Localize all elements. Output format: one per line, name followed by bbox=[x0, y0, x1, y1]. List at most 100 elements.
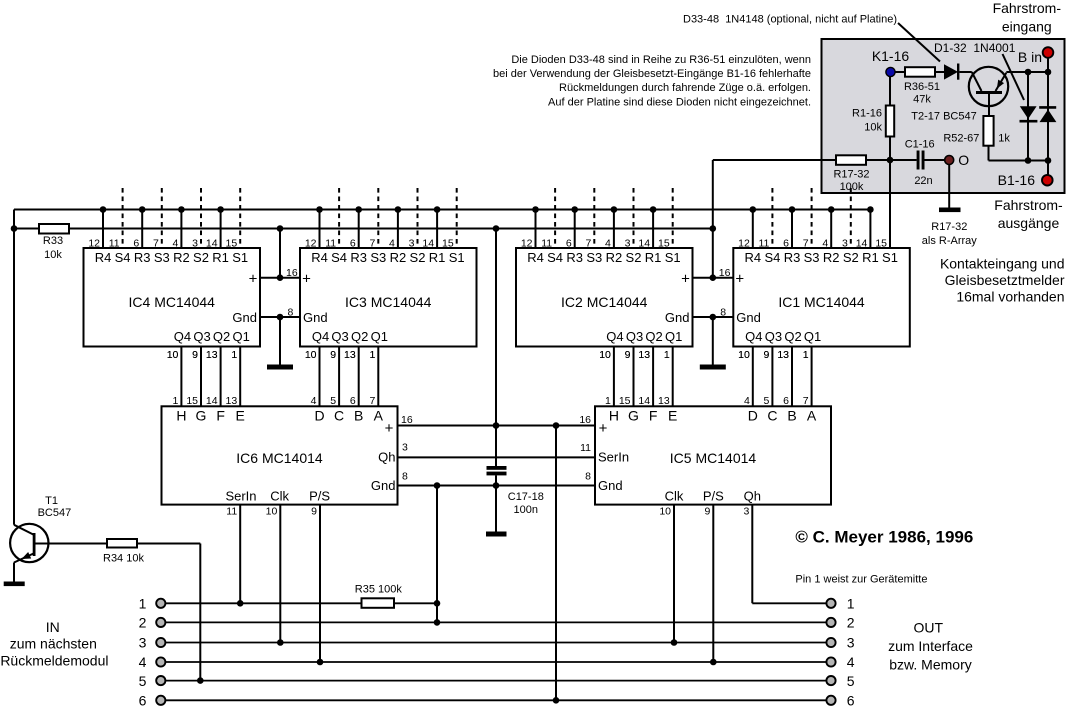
svg-text:7: 7 bbox=[369, 395, 375, 407]
svg-text:SerIn: SerIn bbox=[598, 450, 629, 465]
svg-text:P/S: P/S bbox=[309, 489, 330, 504]
svg-text:Fahrstrom-: Fahrstrom- bbox=[994, 197, 1063, 213]
svg-text:BC547: BC547 bbox=[38, 507, 72, 519]
svg-text:14: 14 bbox=[422, 238, 434, 250]
svg-text:bei der Verwendung der Gleisbe: bei der Verwendung der Gleisbesetzt-Eing… bbox=[493, 68, 811, 80]
svg-text:13: 13 bbox=[344, 349, 356, 361]
svg-text:16: 16 bbox=[579, 414, 591, 426]
svg-text:S1: S1 bbox=[449, 250, 465, 265]
svg-text:13: 13 bbox=[206, 349, 218, 361]
svg-text:4: 4 bbox=[847, 654, 855, 670]
svg-text:R17-32: R17-32 bbox=[931, 221, 967, 233]
svg-text:Q4: Q4 bbox=[174, 329, 191, 344]
svg-text:D33-48 1N4148 (optional, nich: D33-48 1N4148 (optional, nicht auf Plati… bbox=[683, 14, 897, 26]
svg-text:15: 15 bbox=[658, 238, 670, 250]
svg-text:5: 5 bbox=[764, 395, 770, 407]
svg-text:D: D bbox=[314, 408, 324, 424]
svg-text:R2: R2 bbox=[390, 250, 407, 265]
svg-text:11: 11 bbox=[325, 238, 336, 250]
svg-text:7: 7 bbox=[803, 395, 809, 407]
svg-text:IC1 MC14044: IC1 MC14044 bbox=[778, 294, 865, 310]
svg-text:Gnd: Gnd bbox=[665, 310, 690, 325]
svg-text:IC4 MC14044: IC4 MC14044 bbox=[129, 294, 216, 310]
svg-text:Gnd: Gnd bbox=[598, 478, 623, 493]
svg-text:Q1: Q1 bbox=[371, 329, 388, 344]
svg-text:7: 7 bbox=[369, 238, 375, 250]
svg-text:14: 14 bbox=[638, 395, 650, 407]
svg-text:1: 1 bbox=[369, 349, 375, 361]
svg-text:R3: R3 bbox=[784, 250, 801, 265]
svg-text:Clk: Clk bbox=[665, 489, 684, 504]
svg-text:Clk: Clk bbox=[270, 489, 289, 504]
svg-text:5: 5 bbox=[330, 395, 336, 407]
svg-text:6: 6 bbox=[133, 238, 139, 250]
svg-text:10: 10 bbox=[266, 506, 278, 518]
svg-text:3: 3 bbox=[192, 238, 198, 250]
svg-text:10: 10 bbox=[305, 349, 317, 361]
svg-text:G: G bbox=[628, 408, 639, 424]
svg-text:S2: S2 bbox=[843, 250, 859, 265]
svg-text:R1: R1 bbox=[862, 250, 879, 265]
svg-text:9: 9 bbox=[330, 349, 336, 361]
svg-text:9: 9 bbox=[330, 349, 336, 361]
svg-text:4: 4 bbox=[822, 238, 828, 250]
svg-text:10: 10 bbox=[305, 349, 317, 361]
svg-text:1: 1 bbox=[139, 596, 147, 612]
svg-text:12: 12 bbox=[88, 238, 100, 250]
svg-text:Q2: Q2 bbox=[213, 329, 230, 344]
svg-text:R4: R4 bbox=[527, 250, 544, 265]
svg-text:9: 9 bbox=[764, 349, 770, 361]
svg-text:10k: 10k bbox=[44, 249, 62, 261]
svg-text:F: F bbox=[216, 408, 225, 424]
svg-text:IN: IN bbox=[46, 619, 60, 635]
svg-text:IC5 MC14014: IC5 MC14014 bbox=[670, 450, 757, 466]
svg-text:S2: S2 bbox=[410, 250, 426, 265]
svg-text:+: + bbox=[249, 271, 258, 288]
svg-text:A: A bbox=[807, 408, 817, 424]
svg-text:Gnd: Gnd bbox=[371, 478, 396, 493]
svg-text:Qh: Qh bbox=[378, 450, 395, 465]
svg-text:B1-16: B1-16 bbox=[998, 172, 1036, 188]
svg-text:3: 3 bbox=[625, 238, 631, 250]
svg-text:R3: R3 bbox=[134, 250, 151, 265]
svg-text:5: 5 bbox=[139, 673, 147, 689]
svg-text:1: 1 bbox=[664, 349, 670, 361]
svg-text:1k: 1k bbox=[998, 133, 1010, 145]
svg-text:16: 16 bbox=[719, 267, 731, 279]
svg-text:10: 10 bbox=[738, 349, 750, 361]
svg-text:13: 13 bbox=[658, 395, 670, 407]
svg-text:R52-67: R52-67 bbox=[943, 133, 979, 145]
svg-text:6: 6 bbox=[350, 395, 356, 407]
svg-text:1: 1 bbox=[173, 395, 179, 407]
svg-text:10: 10 bbox=[167, 349, 179, 361]
svg-text:als R-Array: als R-Array bbox=[922, 235, 978, 247]
svg-text:6: 6 bbox=[847, 693, 855, 709]
svg-text:13: 13 bbox=[777, 349, 789, 361]
svg-text:1: 1 bbox=[231, 349, 237, 361]
svg-text:10: 10 bbox=[599, 349, 611, 361]
svg-text:4: 4 bbox=[311, 395, 317, 407]
svg-text:4: 4 bbox=[605, 238, 611, 250]
svg-text:14: 14 bbox=[206, 395, 218, 407]
svg-text:Auf der Platine sind diese Dio: Auf der Platine sind diese Dioden nicht … bbox=[548, 97, 811, 109]
svg-text:14: 14 bbox=[638, 238, 650, 250]
svg-text:6: 6 bbox=[783, 238, 789, 250]
svg-text:16: 16 bbox=[286, 267, 298, 279]
svg-text:15: 15 bbox=[186, 395, 198, 407]
svg-text:13: 13 bbox=[226, 395, 238, 407]
svg-text:S1: S1 bbox=[665, 250, 681, 265]
svg-text:16: 16 bbox=[401, 414, 413, 426]
svg-text:10: 10 bbox=[599, 349, 611, 361]
svg-text:P/S: P/S bbox=[703, 489, 724, 504]
svg-text:Gnd: Gnd bbox=[232, 310, 257, 325]
svg-text:S1: S1 bbox=[232, 250, 248, 265]
svg-text:10k: 10k bbox=[864, 122, 882, 134]
svg-text:R33: R33 bbox=[43, 235, 63, 247]
svg-text:7: 7 bbox=[803, 238, 809, 250]
svg-text:Qh: Qh bbox=[744, 489, 761, 504]
svg-text:ausgänge: ausgänge bbox=[998, 215, 1060, 231]
svg-text:Fahrstrom-: Fahrstrom- bbox=[993, 0, 1062, 16]
svg-text:Rückmeldemodul: Rückmeldemodul bbox=[0, 653, 108, 669]
svg-text:9: 9 bbox=[625, 349, 631, 361]
svg-text:13: 13 bbox=[638, 349, 650, 361]
